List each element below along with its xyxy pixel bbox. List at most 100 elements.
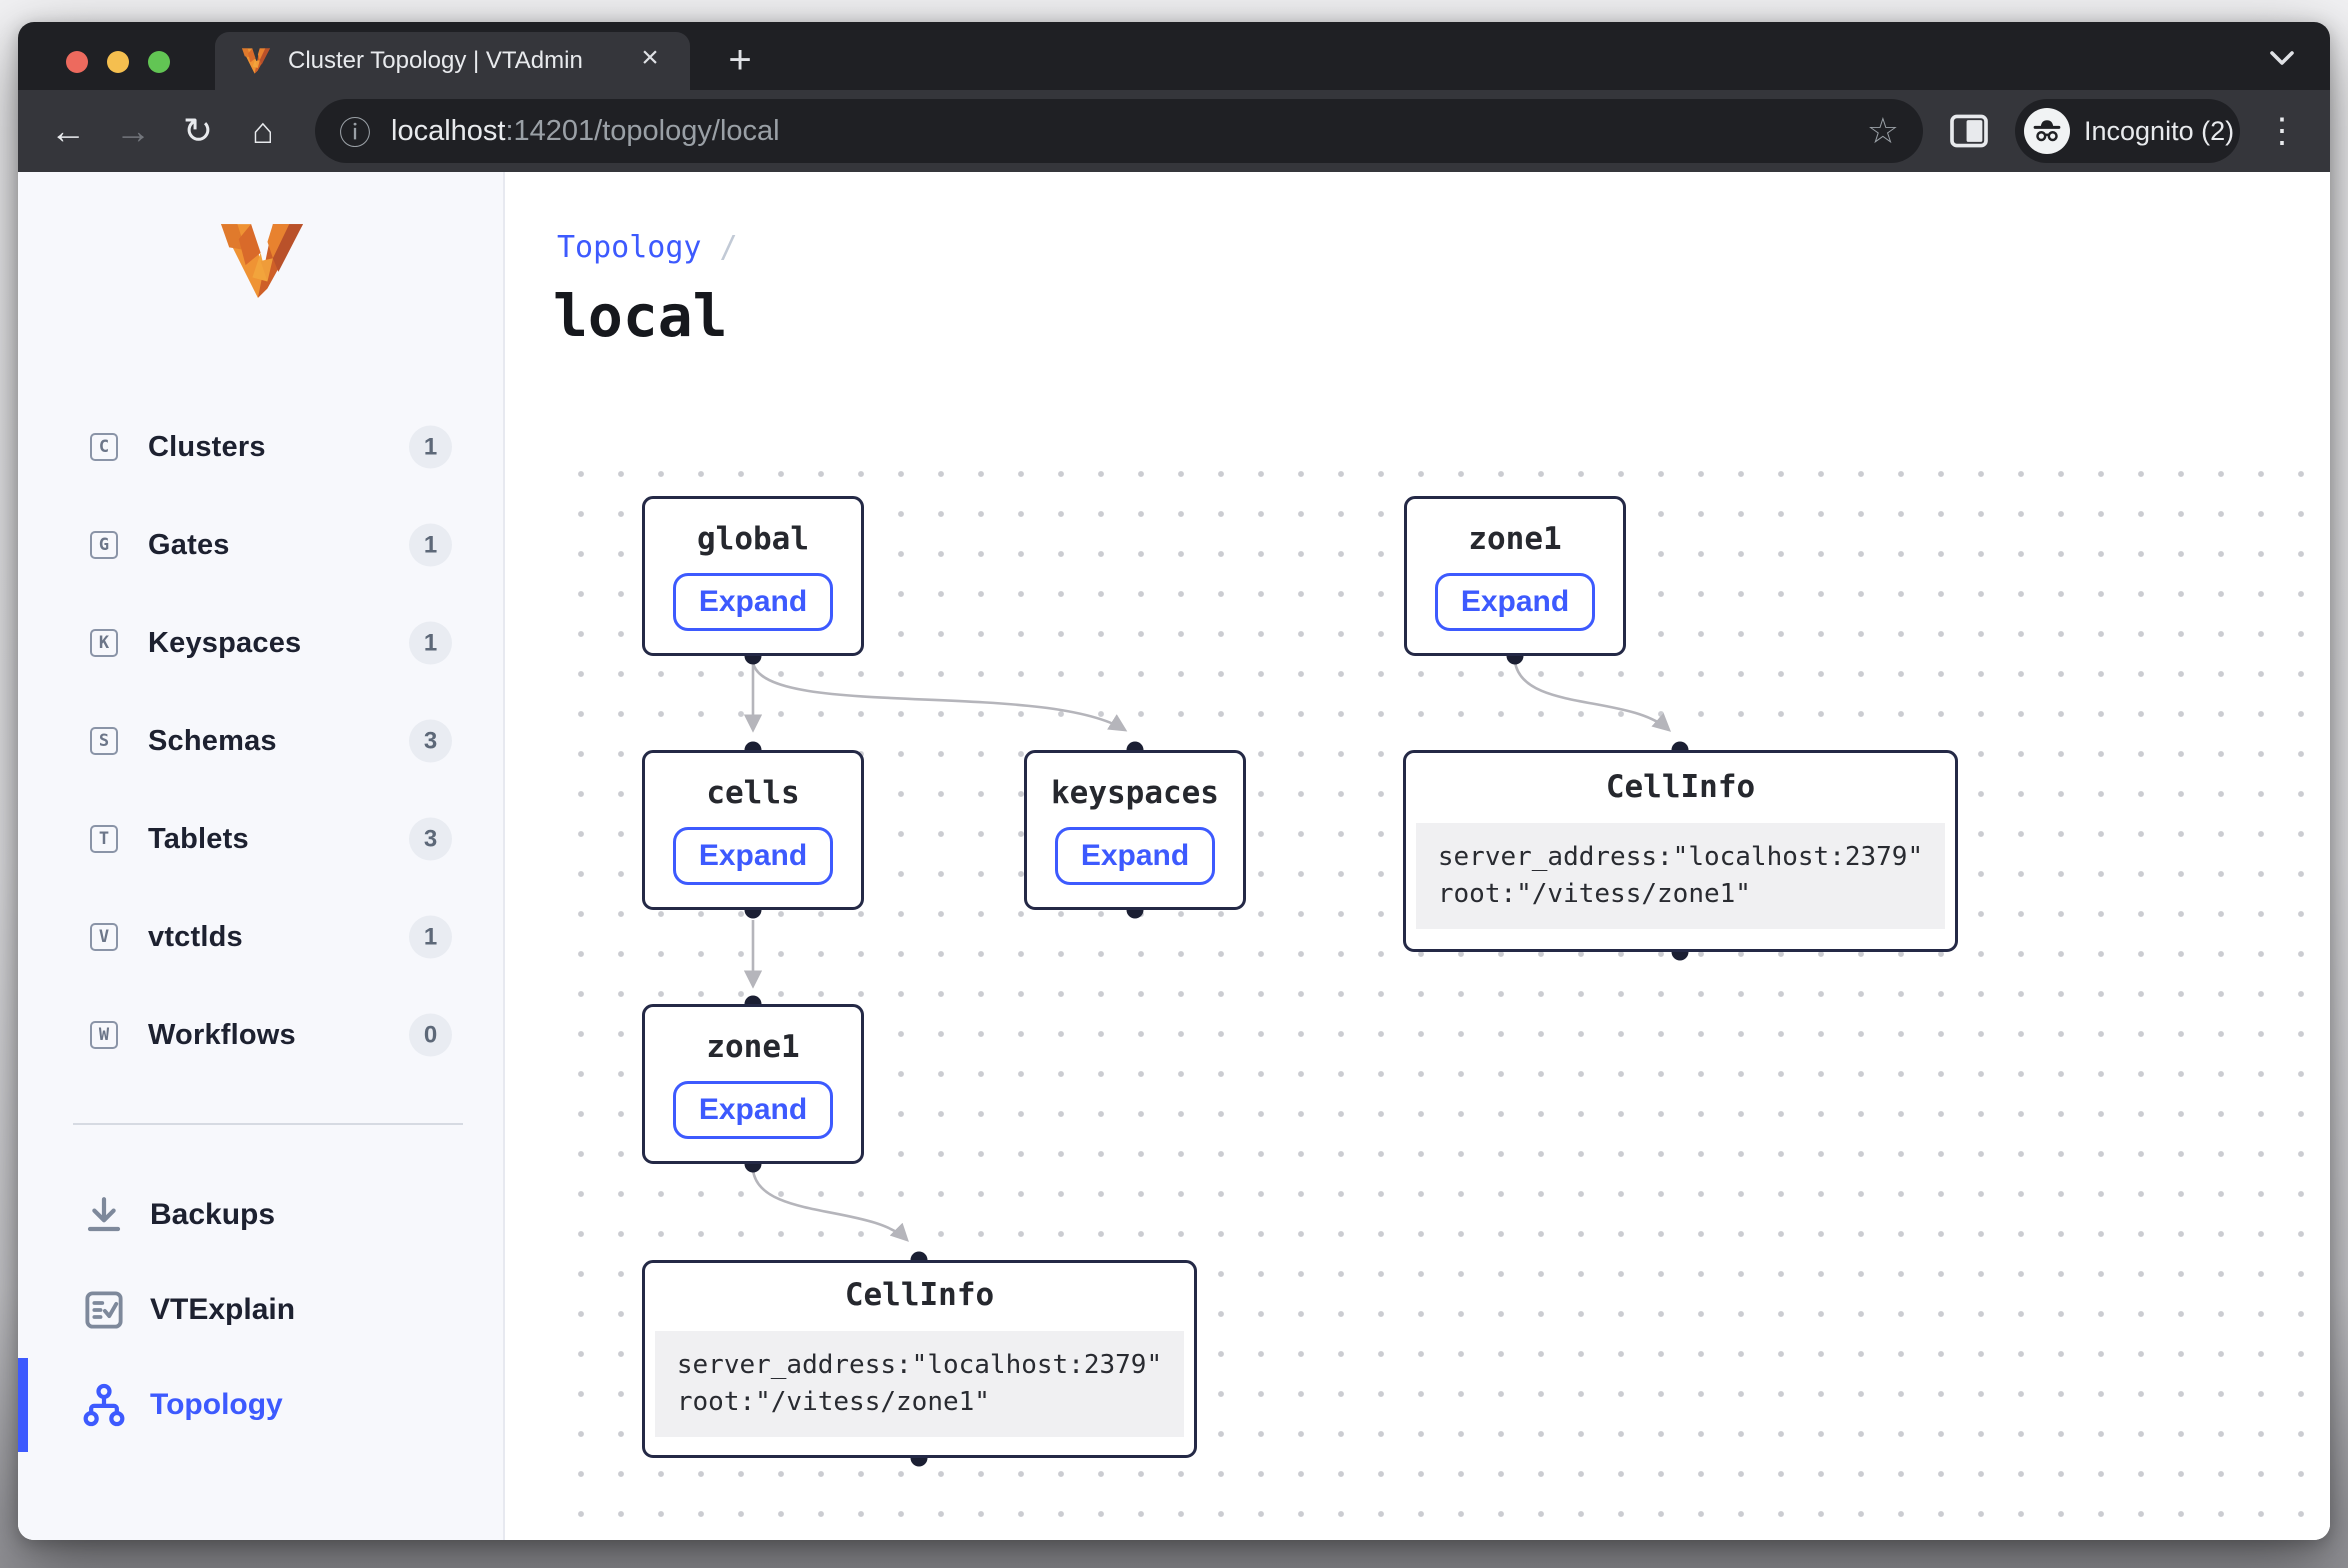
- sidebar-item-label: Gates: [148, 528, 230, 561]
- keyspaces-letter-icon: K: [90, 629, 118, 657]
- topology-node-zone1-cell: zone1 Expand: [642, 1004, 864, 1164]
- address-bar[interactable]: ⓘ localhost:14201/topology/local ☆: [315, 99, 1923, 163]
- main-panel: Topology / local: [505, 172, 2330, 1540]
- page-title: local: [553, 282, 728, 350]
- sidebar-item-label: vtctlds: [148, 920, 243, 953]
- browser-toolbar: ← → ↻ ⌂ ⓘ localhost:14201/topology/local…: [18, 90, 2330, 172]
- bookmark-star-icon[interactable]: ☆: [1866, 110, 1899, 151]
- clusters-letter-icon: C: [90, 433, 118, 461]
- sidebar-item-label: Clusters: [148, 430, 266, 463]
- count-badge: 1: [409, 915, 452, 959]
- sidebar-item-workflows[interactable]: W Workflows 0: [18, 1001, 503, 1069]
- back-button[interactable]: ←: [50, 110, 86, 151]
- node-title: global: [697, 521, 809, 557]
- sidebar-item-gates[interactable]: G Gates 1: [18, 511, 503, 579]
- vtctlds-letter-icon: V: [90, 923, 118, 951]
- sidebar-divider: [73, 1123, 463, 1125]
- code-line: server_address:"localhost:2379": [676, 1350, 1163, 1380]
- browser-window: Cluster Topology | VTAdmin × + ← → ↻ ⌂ ⓘ…: [18, 22, 2330, 1540]
- incognito-icon: [2024, 108, 2070, 154]
- window-controls: [66, 51, 170, 73]
- count-badge: 1: [409, 621, 452, 665]
- zoom-window-button[interactable]: [148, 51, 170, 73]
- tab-close-icon[interactable]: ×: [641, 41, 659, 74]
- sidebar: C Clusters 1 G Gates 1 K Keyspaces 1 S S…: [18, 172, 505, 1540]
- topology-node-cellinfo: CellInfo server_address:"localhost:2379"…: [642, 1260, 1197, 1458]
- expand-button[interactable]: Expand: [673, 827, 833, 885]
- active-item-indicator: [18, 1358, 28, 1452]
- node-title: zone1: [1468, 521, 1562, 557]
- expand-button[interactable]: Expand: [673, 573, 833, 631]
- topology-node-cells: cells Expand: [642, 750, 864, 910]
- site-info-icon[interactable]: ⓘ: [339, 115, 372, 151]
- sidebar-item-label: Topology: [150, 1388, 283, 1421]
- breadcrumb-separator: /: [719, 230, 738, 265]
- home-button[interactable]: ⌂: [252, 110, 274, 151]
- cellinfo-code-block: server_address:"localhost:2379" root:"/v…: [1415, 823, 1946, 929]
- node-title: keyspaces: [1051, 775, 1219, 811]
- topology-node-zone1: zone1 Expand: [1404, 496, 1626, 656]
- tab-title: Cluster Topology | VTAdmin: [288, 47, 583, 74]
- page-content: C Clusters 1 G Gates 1 K Keyspaces 1 S S…: [18, 172, 2330, 1540]
- browser-tab[interactable]: Cluster Topology | VTAdmin ×: [215, 32, 690, 90]
- count-badge: 1: [409, 523, 452, 567]
- breadcrumb-topology-link[interactable]: Topology: [557, 230, 702, 265]
- sidebar-item-keyspaces[interactable]: K Keyspaces 1: [18, 609, 503, 677]
- sidebar-item-schemas[interactable]: S Schemas 3: [18, 707, 503, 775]
- close-window-button[interactable]: [66, 51, 88, 73]
- url-path: :14201/topology/local: [505, 114, 780, 147]
- download-icon: [81, 1192, 127, 1238]
- node-title: cells: [706, 775, 800, 811]
- sidebar-item-vtctlds[interactable]: V vtctlds 1: [18, 903, 503, 971]
- sidebar-item-label: Tablets: [148, 822, 249, 855]
- gates-letter-icon: G: [90, 531, 118, 559]
- sidebar-item-vtexplain[interactable]: VTExplain: [18, 1276, 503, 1344]
- url-text[interactable]: localhost:14201/topology/local: [391, 115, 1867, 148]
- browser-menu-icon[interactable]: ⋮: [2265, 112, 2299, 150]
- tablets-letter-icon: T: [90, 825, 118, 853]
- forward-button[interactable]: →: [115, 110, 151, 151]
- sidebar-item-label: Schemas: [148, 724, 277, 757]
- cellinfo-code-block: server_address:"localhost:2379" root:"/v…: [654, 1331, 1185, 1437]
- vitess-favicon-icon: [242, 48, 270, 74]
- sidebar-item-label: Workflows: [148, 1018, 296, 1051]
- count-badge: 1: [409, 425, 452, 469]
- count-badge: 3: [409, 719, 452, 763]
- expand-button[interactable]: Expand: [673, 1081, 833, 1139]
- topology-node-keyspaces: keyspaces Expand: [1024, 750, 1246, 910]
- tab-strip: Cluster Topology | VTAdmin × +: [18, 22, 2330, 90]
- reload-button[interactable]: ↻: [182, 110, 214, 151]
- side-panel-icon[interactable]: [1947, 109, 1991, 153]
- node-title: CellInfo: [1605, 769, 1756, 805]
- workflows-letter-icon: W: [90, 1021, 118, 1049]
- new-tab-button[interactable]: +: [728, 38, 752, 82]
- topology-node-cellinfo: CellInfo server_address:"localhost:2379"…: [1403, 750, 1958, 952]
- expand-button[interactable]: Expand: [1435, 573, 1595, 631]
- expand-button[interactable]: Expand: [1055, 827, 1215, 885]
- sidebar-item-tablets[interactable]: T Tablets 3: [18, 805, 503, 873]
- sidebar-item-label: Backups: [150, 1198, 276, 1231]
- url-host: localhost: [391, 114, 506, 147]
- topology-graph[interactable]: global Expand zone1 Expand cells Expand …: [555, 470, 2330, 1540]
- count-badge: 3: [409, 817, 452, 861]
- sidebar-item-topology[interactable]: Topology: [18, 1371, 503, 1439]
- minimize-window-button[interactable]: [107, 51, 129, 73]
- vitess-logo: [221, 224, 303, 298]
- sidebar-item-label: Keyspaces: [148, 626, 302, 659]
- topology-icon: [81, 1382, 127, 1428]
- count-badge: 0: [409, 1013, 452, 1057]
- breadcrumb: Topology /: [557, 230, 738, 265]
- sidebar-item-backups[interactable]: Backups: [18, 1181, 503, 1249]
- node-title: CellInfo: [844, 1277, 995, 1313]
- profile-badge[interactable]: Incognito (2): [2015, 99, 2240, 163]
- node-title: zone1: [706, 1029, 800, 1065]
- code-line: root:"/vitess/zone1": [676, 1387, 990, 1417]
- incognito-label: Incognito (2): [2084, 115, 2235, 146]
- code-line: root:"/vitess/zone1": [1437, 879, 1751, 909]
- schemas-letter-icon: S: [90, 727, 118, 755]
- code-line: server_address:"localhost:2379": [1437, 842, 1924, 872]
- tab-search-chevron-icon[interactable]: [2264, 46, 2300, 70]
- document-check-icon: [81, 1287, 127, 1333]
- sidebar-item-clusters[interactable]: C Clusters 1: [18, 413, 503, 481]
- topology-node-global: global Expand: [642, 496, 864, 656]
